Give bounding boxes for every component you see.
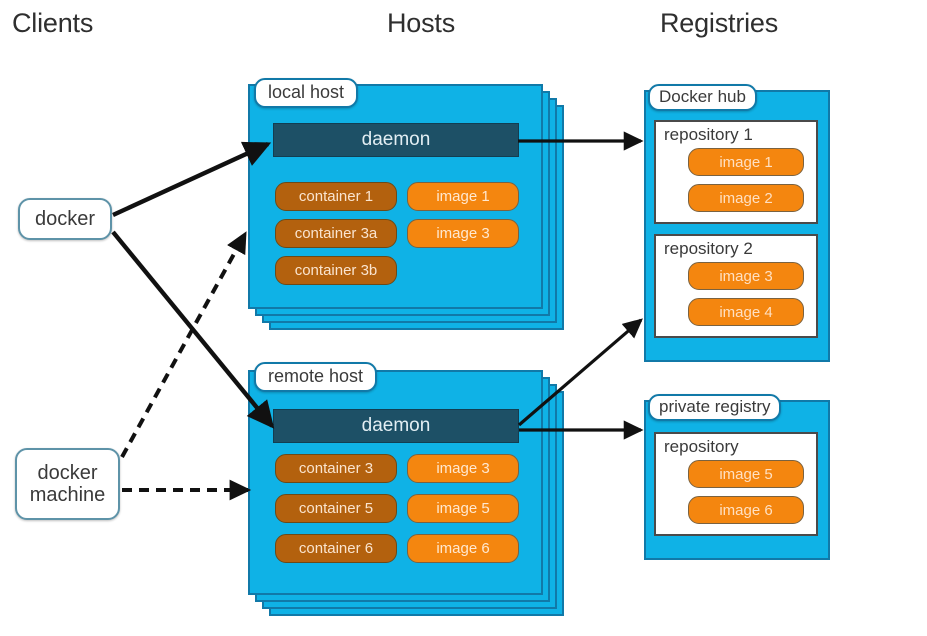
daemon-label: daemon (361, 415, 431, 436)
container-pill[interactable]: container 1 (275, 182, 397, 211)
container-label: container 5 (298, 500, 374, 517)
container-pill[interactable]: container 3b (275, 256, 397, 285)
registry-tab-label: private registry (648, 394, 782, 421)
image-label: image 3 (436, 225, 490, 242)
image-label: image 1 (436, 188, 490, 205)
container-label: container 3b (294, 262, 378, 279)
host-tab-label: remote host (254, 362, 378, 392)
client-docker[interactable]: docker (18, 198, 112, 240)
image-label: image 4 (719, 303, 773, 321)
repository-label: repository (664, 437, 739, 456)
arrow-dockermachine-to-local-host (120, 231, 247, 458)
column-title-hosts: Hosts (387, 8, 456, 38)
repository-image-pill[interactable]: image 4 (688, 298, 804, 326)
container-label: container 3 (298, 460, 374, 477)
container-pill[interactable]: container 3a (275, 219, 397, 248)
image-pill[interactable]: image 3 (407, 219, 519, 248)
daemon-local-host[interactable]: daemon (273, 123, 519, 157)
container-label: container 6 (298, 540, 374, 557)
registry-private-registry[interactable]: repository image 5 image 6 private regis… (644, 394, 830, 560)
container-pill[interactable]: container 3 (275, 454, 397, 483)
image-label: image 5 (719, 465, 773, 483)
image-label: image 3 (719, 267, 773, 285)
column-title-clients: Clients (12, 8, 94, 38)
image-label: image 3 (436, 460, 490, 477)
container-pill[interactable]: container 5 (275, 494, 397, 523)
container-label: container 3a (294, 225, 378, 242)
image-pill[interactable]: image 6 (407, 534, 519, 563)
image-label: image 6 (436, 540, 490, 557)
daemon-remote-host[interactable]: daemon (273, 409, 519, 443)
column-title-registries: Registries (660, 8, 779, 38)
repository-image-pill[interactable]: image 5 (688, 460, 804, 488)
image-pill[interactable]: image 3 (407, 454, 519, 483)
image-label: image 2 (719, 189, 773, 207)
container-pill[interactable]: container 6 (275, 534, 397, 563)
image-label: image 1 (719, 153, 773, 171)
host-local-host[interactable]: daemon container 1 container 3a containe… (248, 78, 568, 334)
repository-image-pill[interactable]: image 1 (688, 148, 804, 176)
repository-label: repository 1 (664, 125, 753, 144)
arrow-docker-to-local-daemon (112, 141, 272, 218)
repository-box[interactable]: repository image 5 image 6 (654, 432, 818, 536)
image-pill[interactable]: image 5 (407, 494, 519, 523)
image-label: image 6 (719, 501, 773, 519)
image-label: image 5 (436, 500, 490, 517)
registry-tab-label: Docker hub (648, 84, 757, 111)
repository-label: repository 2 (664, 239, 753, 258)
client-docker-label: docker (34, 207, 96, 230)
repository-image-pill[interactable]: image 3 (688, 262, 804, 290)
host-remote-host[interactable]: daemon container 3 container 5 container… (248, 362, 578, 630)
registry-docker-hub[interactable]: repository 1 image 1 image 2 repository … (644, 84, 830, 362)
repository-image-pill[interactable]: image 2 (688, 184, 804, 212)
daemon-label: daemon (361, 129, 431, 150)
repository-box[interactable]: repository 2 image 3 image 4 (654, 234, 818, 338)
repository-box[interactable]: repository 1 image 1 image 2 (654, 120, 818, 224)
repository-image-pill[interactable]: image 6 (688, 496, 804, 524)
container-label: container 1 (298, 188, 374, 205)
image-pill[interactable]: image 1 (407, 182, 519, 211)
host-tab-label: local host (254, 78, 359, 108)
